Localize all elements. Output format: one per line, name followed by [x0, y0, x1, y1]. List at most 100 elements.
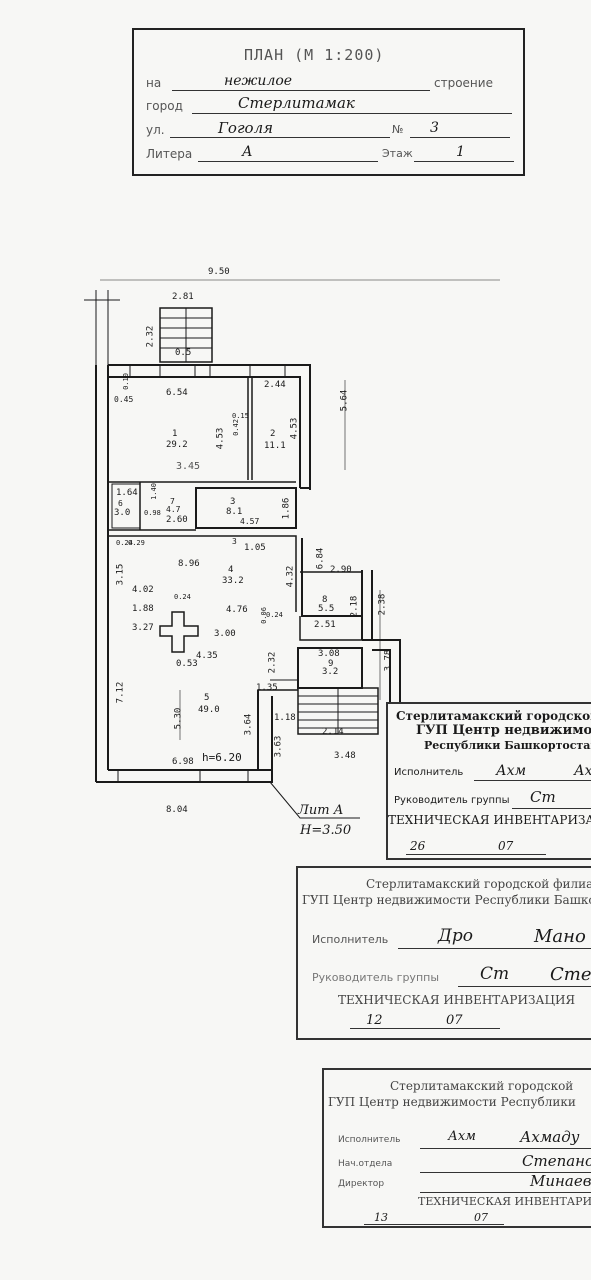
lit-height: Н=3.50 [300, 823, 352, 838]
dim-ceiling: h=6.20 [202, 751, 242, 764]
dim-345: 3.45 [176, 461, 201, 472]
dim-530: 5.30 [173, 707, 184, 730]
stamp3-dept-label: Нач.отдела [338, 1159, 393, 1169]
room-9-num: 9 [328, 659, 334, 669]
room-5-area: 49.0 [198, 705, 220, 715]
stamp3-executor-sig: Ахм [448, 1129, 476, 1144]
stamp3-footer: ТЕХНИЧЕСКАЯ ИНВЕНТАРИЗ [418, 1195, 591, 1208]
dim-overall-width: 9.50 [208, 267, 230, 277]
stamp1-line3: Республики Башкортостан [424, 739, 591, 752]
dim-bottom-width: 8.04 [166, 805, 188, 815]
dim-186: 1.86 [281, 497, 292, 520]
stamp3-dept-name: Степано [522, 1152, 591, 1170]
room-8-num: 8 [322, 595, 328, 605]
stamp2-head-sig: Ст [480, 964, 510, 984]
row-street-prefix: ул. [146, 123, 165, 137]
dim-260: 2.60 [166, 515, 188, 525]
stamp3-executor-label: Исполнитель [338, 1135, 401, 1145]
room-9-area: 3.2 [322, 667, 339, 677]
dim-348: 3.48 [334, 751, 356, 761]
dim-053: 0.53 [176, 659, 198, 669]
dim-453b: 4.53 [289, 417, 300, 440]
room-2-area: 11.1 [264, 441, 286, 451]
plan-header-box: ПЛАН (М 1:200) на нежилое строение город… [132, 28, 525, 176]
dim-684: 6.84 [315, 547, 326, 570]
stamp1-head-sig: Ст [530, 788, 556, 806]
row-floor-label: Этаж [382, 147, 413, 160]
stamp2-head-name: Сте [550, 964, 591, 985]
dim-140: 1.40 [149, 483, 158, 500]
room-7-area: 4.7 [166, 505, 181, 514]
stamp2-head-label: Руководитель группы [312, 971, 440, 984]
row-street-number-label: № [392, 123, 404, 136]
stamp2-line2: ГУП Центр недвижимости Республики Башкор… [302, 893, 591, 907]
dim-251: 2.51 [314, 620, 336, 630]
room-6-num: 6 [118, 499, 123, 508]
dim-457: 4.57 [240, 517, 260, 526]
dim-024-b: 0.24 [266, 611, 283, 619]
row-floor-value: 1 [456, 144, 465, 160]
stamp2-executor-name: Мано [534, 926, 586, 947]
inventory-stamp-3: Стерлитамакский городской ГУП Центр недв… [322, 1068, 591, 1228]
stamp3-executor-name: Ахмаду [520, 1128, 580, 1146]
room-7-num: 7 [170, 497, 175, 506]
stamp3-month: 07 [474, 1211, 488, 1224]
dim-right-height: 5.64 [339, 389, 350, 412]
dim-164: 1.64 [116, 488, 138, 498]
room-4-area: 33.2 [222, 576, 244, 586]
stamp1-footer: ТЕХНИЧЕСКАЯ ИНВЕНТАРИЗАЦИЯ [388, 813, 591, 827]
dim-105: 1.05 [244, 543, 266, 553]
stamp1-line2: ГУП Центр недвижимости [416, 723, 591, 738]
stamp3-line2: ГУП Центр недвижимости Республики [328, 1095, 576, 1109]
dim-024-top: 0.24 [116, 539, 133, 547]
lit-label: Лит А [298, 803, 344, 818]
stamp2-executor-label: Исполнитель [312, 933, 389, 946]
dim-029: 0.29 [128, 539, 145, 547]
dim-218: 2.18 [349, 595, 360, 618]
dim-stair-gap: 0.5 [175, 348, 192, 358]
room-3-num: 3 [230, 497, 236, 507]
dim-654: 6.54 [166, 388, 188, 398]
dim-896: 8.96 [178, 559, 200, 569]
stamp2-executor-sig: Дро [438, 926, 473, 946]
dim-435: 4.35 [196, 651, 218, 661]
dim-363: 3.63 [273, 735, 284, 758]
stamp1-head-label: Руководитель группы [394, 795, 510, 806]
row-city-value: Стерлитамак [238, 94, 355, 112]
dim-327: 3.27 [132, 623, 154, 633]
row-street-number: 3 [430, 120, 439, 136]
row-litera-prefix: Литера [146, 147, 193, 161]
dim-118: 1.18 [274, 713, 296, 723]
dim-290: 2.90 [330, 565, 352, 575]
stamp2-month: 07 [446, 1013, 463, 1028]
stamp1-executor-name: Ахмадуллина [574, 763, 591, 779]
stamp1-month: 07 [498, 839, 514, 853]
dim-308: 3.08 [318, 649, 340, 659]
dim-214: 2.14 [322, 727, 344, 737]
dim-010: 0.10 [121, 373, 130, 390]
stamp2-footer: ТЕХНИЧЕСКАЯ ИНВЕНТАРИЗАЦИЯ [338, 993, 576, 1007]
dim-top-stair-width: 2.81 [172, 292, 194, 302]
room-4-num: 4 [228, 565, 234, 575]
dim-045: 0.45 [114, 395, 134, 404]
row-purpose-suffix: строение [434, 76, 493, 90]
stamp3-director-label: Директор [338, 1179, 385, 1189]
room-6-area: 3.0 [114, 508, 131, 518]
inventory-stamp-2: Стерлитамакский городской филиал ГУП Цен… [296, 866, 591, 1040]
dim-244: 2.44 [264, 380, 286, 390]
dim-stair-len: 2.32 [145, 325, 156, 348]
dim-364: 3.64 [243, 713, 254, 736]
dim-698: 6.98 [172, 757, 194, 767]
stamp2-line1: Стерлитамакский городской филиал [366, 877, 591, 891]
dim-712: 7.12 [115, 681, 126, 704]
dim-402: 4.02 [132, 585, 154, 595]
dim-238: 2.38 [377, 593, 388, 616]
dim-432: 4.32 [285, 565, 296, 588]
plan-title: ПЛАН (М 1:200) [244, 46, 385, 64]
row-purpose-value: нежилое [224, 73, 293, 89]
dim-378: 3.78 [383, 649, 394, 672]
stamp1-executor-sig: Ахм [496, 763, 527, 779]
row-city-prefix: город [146, 99, 183, 113]
dim-024: 0.24 [174, 593, 191, 601]
